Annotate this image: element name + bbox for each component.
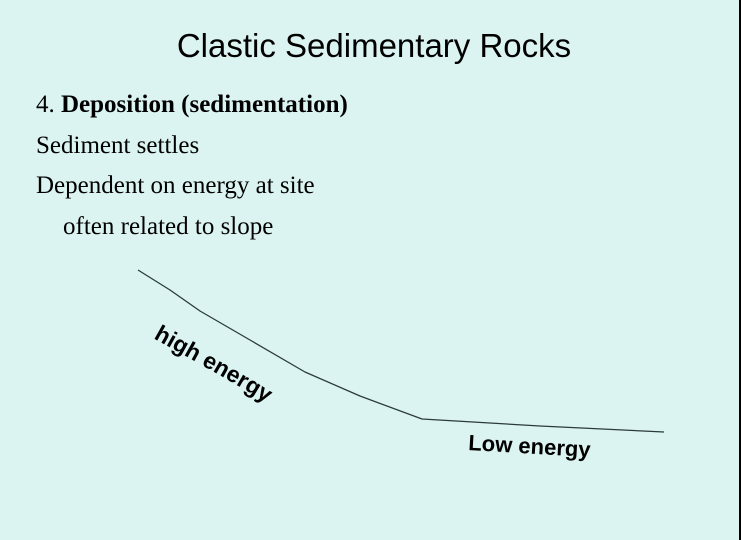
- body-line-dependent-on-energy: Dependent on energy at site: [36, 172, 315, 199]
- low-energy-label-text: Low energy: [468, 430, 592, 462]
- body-line-related-to-slope: often related to slope: [63, 213, 274, 240]
- high-energy-label-text: high energy: [151, 320, 278, 408]
- high-energy-label: high energy: [151, 320, 278, 408]
- item-heading: Deposition (sedimentation): [61, 91, 348, 118]
- body-heading-line: 4. Deposition (sedimentation): [36, 90, 348, 120]
- item-number: 4.: [36, 91, 55, 118]
- slope-profile-line: [137, 269, 665, 433]
- body-line-sediment-settles: Sediment settles: [36, 132, 200, 159]
- low-energy-label: Low energy: [468, 430, 592, 462]
- slide-title: Clastic Sedimentary Rocks: [176, 27, 572, 64]
